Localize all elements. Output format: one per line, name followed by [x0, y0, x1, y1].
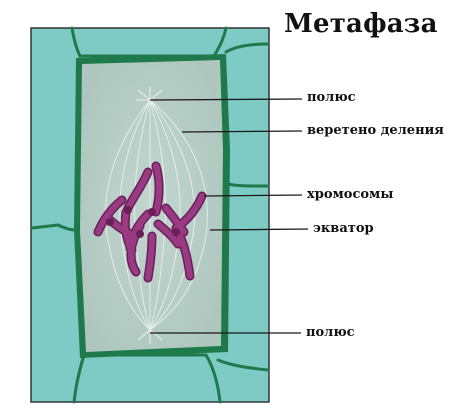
- diagram-title: Метафаза: [284, 9, 438, 39]
- spindle-fibers: [104, 99, 208, 331]
- label-equator: экватор: [313, 221, 374, 236]
- leader-spindle: [181, 130, 303, 133]
- chromosomes: [93, 161, 207, 283]
- leader-chromosomes: [203, 194, 303, 197]
- leader-equator: [209, 228, 309, 231]
- label-chromosomes: хромосомы: [307, 187, 394, 202]
- label-pole-top: полюс: [307, 90, 356, 105]
- leader-lines: [149, 98, 309, 334]
- leader-pole-top: [149, 98, 303, 101]
- label-pole-bottom: полюс: [306, 325, 355, 340]
- pole-rays: [136, 86, 164, 344]
- label-spindle: веретено деления: [307, 123, 444, 138]
